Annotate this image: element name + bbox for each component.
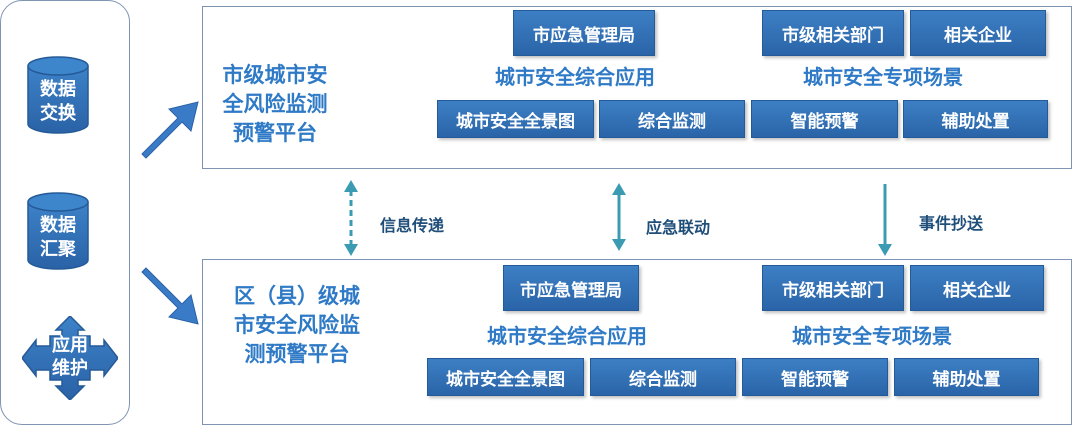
city-integrated-app-title: 城市安全综合应用 <box>495 65 655 89</box>
event-copy-down-arrow-icon <box>878 184 892 256</box>
data-exchange-label-1: 数据 <box>40 79 76 100</box>
info-transfer-dashed-double-arrow-icon <box>344 180 358 256</box>
district-monitoring-box: 综合监测 <box>590 358 736 396</box>
district-platform-title-line-2: 市安全风险监 <box>234 313 360 337</box>
district-platform-title-line-3: 测预警平台 <box>244 342 350 366</box>
district-special-scenario-title: 城市安全专项场景 <box>792 324 952 348</box>
district-warning-box: 智能预警 <box>742 358 888 396</box>
data-exchange-cylinder-icon: 数据 交换 <box>27 56 89 134</box>
city-monitoring-box: 综合监测 <box>599 100 745 138</box>
event-copy-label: 事件抄送 <box>919 214 984 233</box>
city-warning-box: 智能预警 <box>751 100 898 138</box>
district-platform-title: 区（县）级城 市安全风险监 测预警平台 <box>217 282 377 369</box>
district-related-dept-box: 市级相关部门 <box>762 265 904 311</box>
district-emergency-bureau-box: 市应急管理局 <box>503 265 639 311</box>
district-disposal-box: 辅助处置 <box>894 358 1039 396</box>
city-platform-title: 市级城市安 全风险监测 预警平台 <box>210 61 340 148</box>
city-platform-title-line-1: 市级城市安 <box>222 63 328 87</box>
city-special-scenario-title: 城市安全专项场景 <box>803 65 963 89</box>
city-disposal-box: 辅助处置 <box>903 100 1048 138</box>
district-related-enterprise-box: 相关企业 <box>910 265 1044 311</box>
down-right-arrow-icon <box>141 267 199 325</box>
city-emergency-bureau-box: 市应急管理局 <box>513 10 655 56</box>
app-maintenance-label-1: 应用 <box>52 335 88 356</box>
emergency-linkage-double-arrow-icon <box>612 183 626 251</box>
city-related-enterprise-box: 相关企业 <box>910 10 1046 56</box>
district-platform-title-line-1: 区（县）级城 <box>234 284 360 308</box>
data-aggregation-label-1: 数据 <box>40 215 76 236</box>
city-platform-title-line-2: 全风险监测 <box>222 92 328 116</box>
info-transfer-label: 信息传递 <box>380 216 445 235</box>
data-exchange-label-2: 交换 <box>40 103 76 124</box>
up-right-arrow-icon <box>141 101 199 159</box>
data-aggregation-cylinder-icon: 数据 汇聚 <box>27 192 89 270</box>
district-panorama-box: 城市安全全景图 <box>427 358 584 396</box>
app-maintenance-fourway-arrow-icon: 应用 维护 <box>21 314 119 402</box>
city-related-dept-box: 市级相关部门 <box>762 10 904 56</box>
city-platform-title-line-3: 预警平台 <box>233 121 317 145</box>
city-panorama-box: 城市安全全景图 <box>437 100 594 138</box>
data-aggregation-label-2: 汇聚 <box>40 239 76 260</box>
district-integrated-app-title: 城市安全综合应用 <box>487 324 647 348</box>
app-maintenance-label-2: 维护 <box>52 358 88 379</box>
emergency-linkage-label: 应急联动 <box>646 218 711 237</box>
